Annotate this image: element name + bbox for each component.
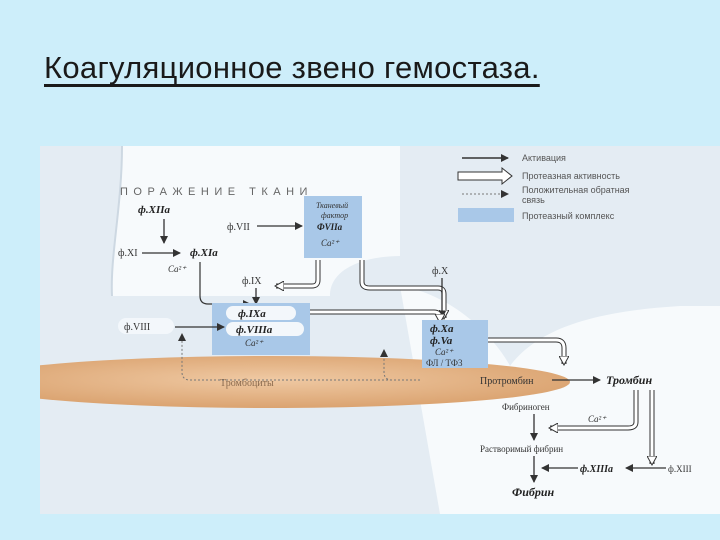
legend-activation-label: Активация (522, 153, 566, 163)
f11-label: ф.XI (118, 248, 138, 259)
coagulation-diagram: Активация Протеазная активность Положите… (40, 146, 720, 514)
legend-complex-label: Протеазный комплекс (522, 211, 615, 221)
thrombin-label: Тромбин (606, 373, 652, 387)
f11a-ca-label: Ca²⁺ (168, 264, 187, 274)
tissue-edge (110, 146, 123, 297)
feedback-thrombin-f5 (380, 349, 420, 381)
f10a-label: ф.Xa (430, 323, 454, 335)
legend-complex-swatch (458, 208, 514, 222)
tissue-damage-header: ПОРАЖЕНИЕ ТКАНИ (120, 186, 313, 198)
legend: Активация Протеазная активность Положите… (457, 153, 630, 222)
feedback-thrombin-f8 (178, 333, 420, 381)
prothrombinase-complex (422, 320, 488, 368)
f7-label: ф.VII (227, 222, 250, 233)
platelets-shape (40, 356, 570, 408)
soluble-fibrin-label: Растворимый фибрин (480, 444, 563, 454)
slide-title: Коагуляционное звено гемостаза. (44, 50, 540, 85)
f8a-box (226, 322, 304, 336)
arrow-tenase-f10a-inner (310, 310, 440, 322)
arrow-f11a-f9a (199, 262, 251, 308)
f11a-label: ф.XIa (190, 247, 218, 259)
legend-protease-arrow (457, 166, 513, 186)
fibrinogen-label: Фибриноген (502, 402, 550, 412)
thrombin-ca-label: Ca²⁺ (588, 414, 607, 424)
tf-ca-label: Ca²⁺ (321, 238, 340, 248)
tenase-ca-label: Ca²⁺ (245, 338, 264, 348)
tissue-factor-complex (304, 196, 362, 258)
f8-label: ф.VIII (124, 322, 150, 333)
legend-protease-label: Протеазная активность (522, 171, 620, 181)
prothrombin-label: Протромбин (480, 376, 534, 387)
f12a-label: ф.XIIa (138, 204, 171, 216)
f9-label: ф.IX (242, 276, 262, 287)
arrow-thrombin-fibrinogen-inner (550, 390, 638, 428)
pl-tf3-label: ФЛ / ТФ3 (426, 358, 463, 368)
fibrin-label: Фибрин (512, 485, 555, 499)
arrow-tf-f10a-inner (360, 260, 444, 318)
f9a-label: ф.IXa (238, 308, 266, 320)
f9a-box (226, 306, 296, 320)
f13a-label: ф.XIIIa (580, 464, 613, 475)
platelets-label: Тромбоциты (220, 378, 274, 389)
f5a-label: ф.Va (430, 335, 453, 347)
f7a-label: ФVIIa (317, 222, 343, 232)
f13-label: ф.XIII (668, 464, 692, 474)
tissue-region (40, 146, 720, 514)
prothrombinase-ca-label: Ca²⁺ (435, 347, 454, 357)
f10-label: ф.X (432, 266, 449, 277)
f8-box (118, 318, 174, 334)
arrow-tf-f9a-inner (276, 260, 320, 286)
f8a-label: ф.VIIIa (236, 324, 273, 336)
arrow-prothrombinase-thrombin-inner (488, 338, 564, 364)
